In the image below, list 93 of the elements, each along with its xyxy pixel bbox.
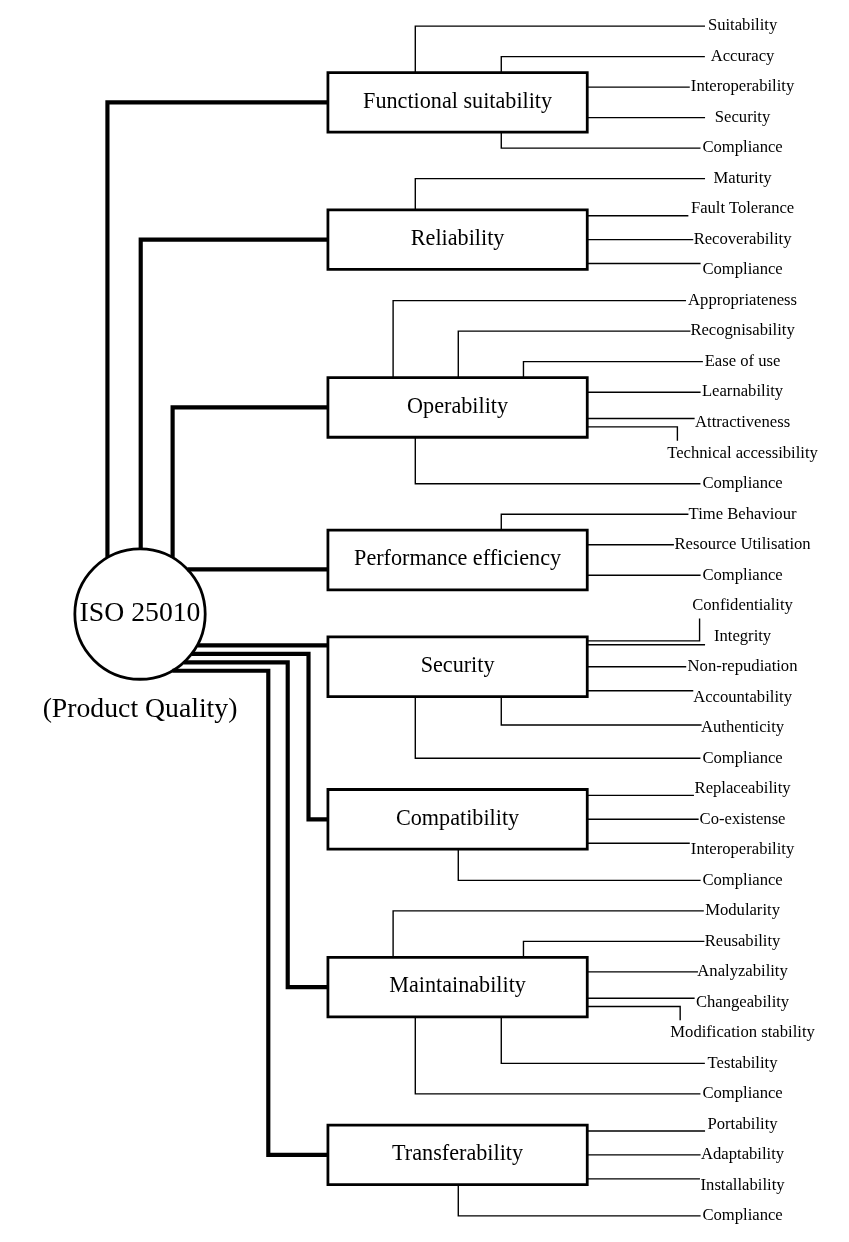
node-text: Non-repudiation [687, 656, 798, 676]
node-text: Testability [707, 1052, 778, 1072]
node-text: Compliance [701, 137, 783, 157]
connector [187, 567, 327, 572]
node-text: Installability [700, 1174, 785, 1194]
node-text: Compliance [701, 259, 783, 279]
connector [170, 405, 328, 558]
connector [586, 116, 706, 119]
connector [457, 848, 701, 881]
connector [586, 1154, 701, 1156]
node-text: Compliance [701, 473, 783, 493]
connector [586, 617, 700, 642]
connector [457, 1184, 701, 1217]
connector [586, 842, 690, 844]
connector [586, 417, 695, 420]
node-text: Reusability [704, 930, 780, 950]
node-text: Confidentiality [691, 595, 793, 615]
connector [586, 262, 701, 265]
node-text: Ease of use [704, 350, 780, 370]
node-box: Reliability [326, 208, 589, 271]
connector [414, 177, 706, 211]
connector [586, 1005, 681, 1021]
connector [104, 100, 328, 558]
node-text: Maturity [712, 167, 772, 187]
connector [586, 666, 687, 668]
connector [414, 436, 701, 485]
node-text: Integrity [713, 625, 771, 645]
node-text: Suitability [707, 15, 777, 35]
connector [586, 971, 699, 973]
connector [414, 25, 706, 73]
node-text: Time Behaviour [688, 503, 797, 523]
connector [586, 794, 695, 797]
node-text: Appropriateness [687, 289, 797, 309]
connector [191, 651, 327, 822]
connector [586, 426, 678, 442]
node-text: Technical accessibility [666, 442, 818, 462]
node-text: Replaceability [694, 778, 791, 798]
connector [414, 1016, 701, 1095]
node-text: Recoverability [693, 228, 792, 248]
connector [586, 997, 695, 999]
node-text: Resource Utilisation [673, 534, 811, 554]
node-text: Learnability [701, 381, 783, 401]
node-text: Accountability [692, 686, 792, 706]
connector [171, 668, 328, 1157]
node-text: Attractiveness [694, 411, 790, 431]
node-text: Analyzability [696, 961, 788, 981]
node-text: Modularity [704, 900, 780, 920]
connector [586, 215, 689, 217]
node-text: Portability [706, 1113, 778, 1133]
connector [586, 391, 701, 393]
node-text: Compliance [701, 747, 783, 767]
node-text: Compliance [701, 869, 783, 889]
connector [586, 238, 694, 241]
connector [586, 818, 699, 820]
connector [586, 86, 690, 88]
node-text: Co-existense [699, 808, 786, 828]
connector [391, 910, 705, 958]
connector [138, 237, 328, 549]
connector [500, 1016, 706, 1065]
node-text: Compliance [701, 1205, 783, 1225]
node-text: Compliance [701, 564, 783, 584]
connector [414, 696, 701, 759]
connector [457, 330, 691, 378]
connector [586, 544, 675, 546]
node-text: Interoperability [690, 839, 794, 859]
connector [586, 1130, 706, 1132]
connector [500, 696, 702, 726]
node-box: Security [326, 635, 589, 698]
node-text: Adaptability [700, 1144, 784, 1164]
node-text: Compliance [701, 1083, 783, 1103]
node-text: Accuracy [710, 45, 774, 65]
node-text: Fault Tolerance [690, 198, 794, 218]
node-circle: ISO 25010 [72, 547, 207, 681]
node-text: Interoperability [690, 76, 794, 96]
node-box: Operability [326, 376, 589, 439]
node-label: (Product Quality) [42, 691, 237, 723]
node-text: Changeability [695, 991, 789, 1011]
connector [586, 574, 701, 576]
connector [391, 299, 687, 378]
node-box: Transferability [326, 1123, 589, 1187]
connector [586, 1178, 701, 1180]
node-box: Performance efficiency [326, 528, 589, 592]
connector [183, 660, 328, 990]
node-box: Maintainability [326, 955, 589, 1019]
connector [586, 644, 706, 646]
node-text: Recognisability [689, 320, 795, 340]
connector [586, 690, 694, 692]
node-box: Compatibility [326, 788, 589, 851]
node-text: Modification stability [669, 1022, 815, 1042]
node-text: Authenticity [700, 717, 784, 737]
node-box: Functional suitability [326, 71, 589, 134]
connector [197, 643, 327, 648]
node-text: Security [714, 106, 770, 126]
